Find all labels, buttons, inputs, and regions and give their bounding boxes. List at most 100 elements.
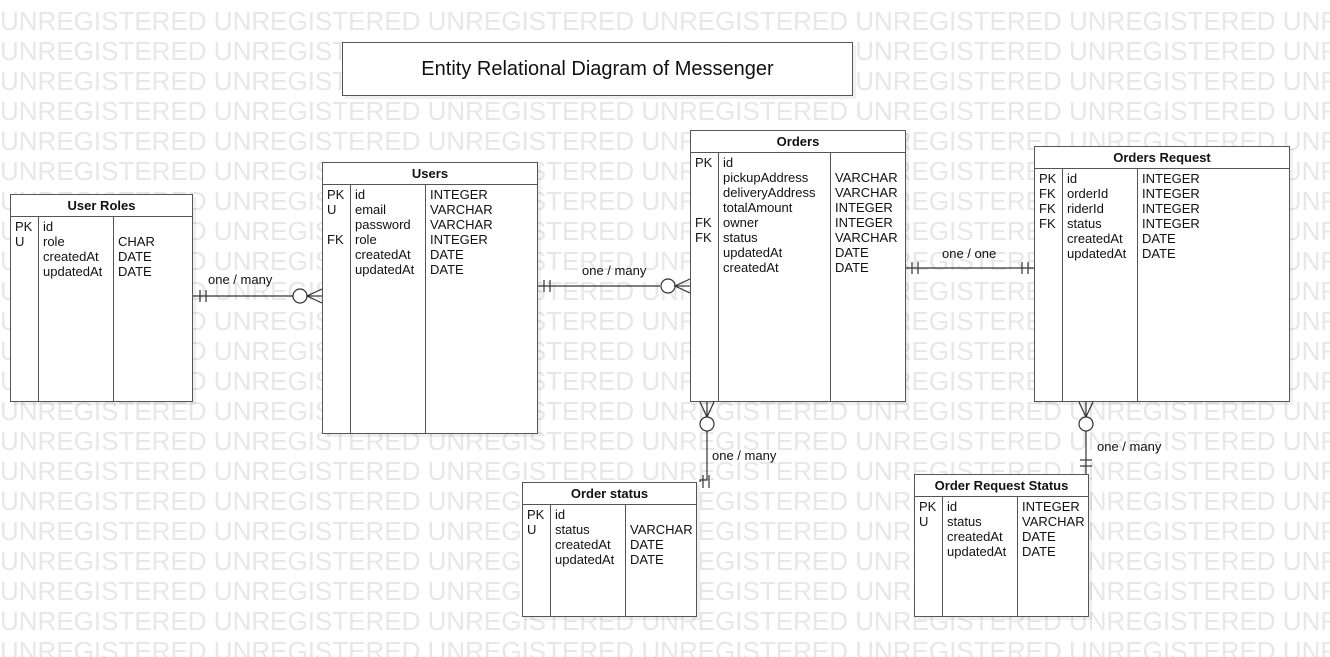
- field-key: FK: [695, 230, 712, 245]
- entity-header: Orders: [691, 131, 905, 153]
- field-name: id: [723, 155, 734, 170]
- field-key: [15, 249, 38, 264]
- field-key: [1039, 246, 1062, 261]
- field-type: INTEGER: [430, 187, 488, 202]
- field-type: DATE: [430, 262, 464, 277]
- field-key: [695, 200, 718, 215]
- field-key: PK: [695, 155, 713, 170]
- field-key: U: [527, 522, 537, 537]
- field-type: VARCHAR: [835, 170, 898, 185]
- relationship-label: one / many: [208, 272, 273, 287]
- field-key: PK: [919, 499, 937, 514]
- field-key: PK: [15, 219, 33, 234]
- entity-header: Orders Request: [1035, 147, 1289, 169]
- entity-header: User Roles: [11, 195, 192, 217]
- field-type: INTEGER: [1022, 499, 1080, 514]
- field-name: deliveryAddress: [723, 185, 816, 200]
- relationship-label: one / many: [1097, 439, 1162, 454]
- field-key: [527, 552, 550, 567]
- field-type: VARCHAR: [835, 185, 898, 200]
- field-type: DATE: [1022, 544, 1056, 559]
- field-name: riderId: [1067, 201, 1104, 216]
- field-name: createdAt: [723, 260, 779, 275]
- entity-header: Order status: [523, 483, 696, 505]
- field-name: password: [355, 217, 411, 232]
- field-name: updatedAt: [355, 262, 415, 277]
- field-key: PK: [1039, 171, 1057, 186]
- field-key: [327, 217, 350, 232]
- field-type: VARCHAR: [835, 230, 898, 245]
- field-name: updatedAt: [43, 264, 103, 279]
- field-key: U: [919, 514, 929, 529]
- field-type: VARCHAR: [430, 202, 493, 217]
- field-type: VARCHAR: [1022, 514, 1085, 529]
- relationship-label: one / many: [582, 263, 647, 278]
- field-key: FK: [327, 232, 344, 247]
- field-name: totalAmount: [723, 200, 793, 215]
- field-name: status: [555, 522, 590, 537]
- field-name: id: [1067, 171, 1078, 186]
- field-key: [695, 260, 718, 275]
- field-name: role: [355, 232, 377, 247]
- field-key: U: [15, 234, 25, 249]
- field-key: [919, 529, 942, 544]
- zero-mark: [292, 288, 308, 304]
- diagram-title: Entity Relational Diagram of Messenger: [342, 42, 853, 96]
- field-type: [835, 155, 905, 170]
- field-key: [919, 544, 942, 559]
- field-name: createdAt: [43, 249, 99, 264]
- zero-mark: [1078, 416, 1094, 432]
- field-key: [15, 264, 38, 279]
- field-type: DATE: [430, 247, 464, 262]
- field-name: updatedAt: [947, 544, 1007, 559]
- field-name: createdAt: [947, 529, 1003, 544]
- field-type: DATE: [118, 264, 152, 279]
- entity-header: Order Request Status: [915, 475, 1088, 497]
- field-type: INTEGER: [1142, 201, 1200, 216]
- field-type: [118, 219, 192, 234]
- field-type: DATE: [1022, 529, 1056, 544]
- field-type: CHAR: [118, 234, 155, 249]
- field-name: id: [555, 507, 566, 522]
- field-type: INTEGER: [1142, 171, 1200, 186]
- field-name: createdAt: [355, 247, 411, 262]
- field-key: [695, 245, 718, 260]
- field-name: pickupAddress: [723, 170, 809, 185]
- field-name: updatedAt: [723, 245, 783, 260]
- field-name: id: [355, 187, 366, 202]
- field-type: DATE: [835, 260, 869, 275]
- field-key: [695, 170, 718, 185]
- zero-mark: [699, 416, 715, 432]
- field-type: [630, 507, 696, 522]
- field-type: INTEGER: [835, 200, 893, 215]
- field-type: INTEGER: [430, 232, 488, 247]
- field-type: DATE: [835, 245, 869, 260]
- field-key: [695, 185, 718, 200]
- field-type: VARCHAR: [630, 522, 693, 537]
- field-name: status: [1067, 216, 1102, 231]
- field-key: [1039, 231, 1062, 246]
- field-type: DATE: [630, 537, 664, 552]
- field-name: id: [947, 499, 958, 514]
- field-name: email: [355, 202, 387, 217]
- field-type: INTEGER: [1142, 216, 1200, 231]
- field-key: U: [327, 202, 337, 217]
- field-name: status: [947, 514, 982, 529]
- field-type: DATE: [1142, 246, 1176, 261]
- field-name: createdAt: [555, 537, 611, 552]
- field-type: DATE: [630, 552, 664, 567]
- field-key: [327, 262, 350, 277]
- zero-mark: [660, 278, 676, 294]
- relationship-label: one / one: [942, 246, 997, 261]
- field-name: orderId: [1067, 186, 1109, 201]
- field-key: FK: [1039, 216, 1056, 231]
- field-key: FK: [1039, 186, 1056, 201]
- field-type: VARCHAR: [430, 217, 493, 232]
